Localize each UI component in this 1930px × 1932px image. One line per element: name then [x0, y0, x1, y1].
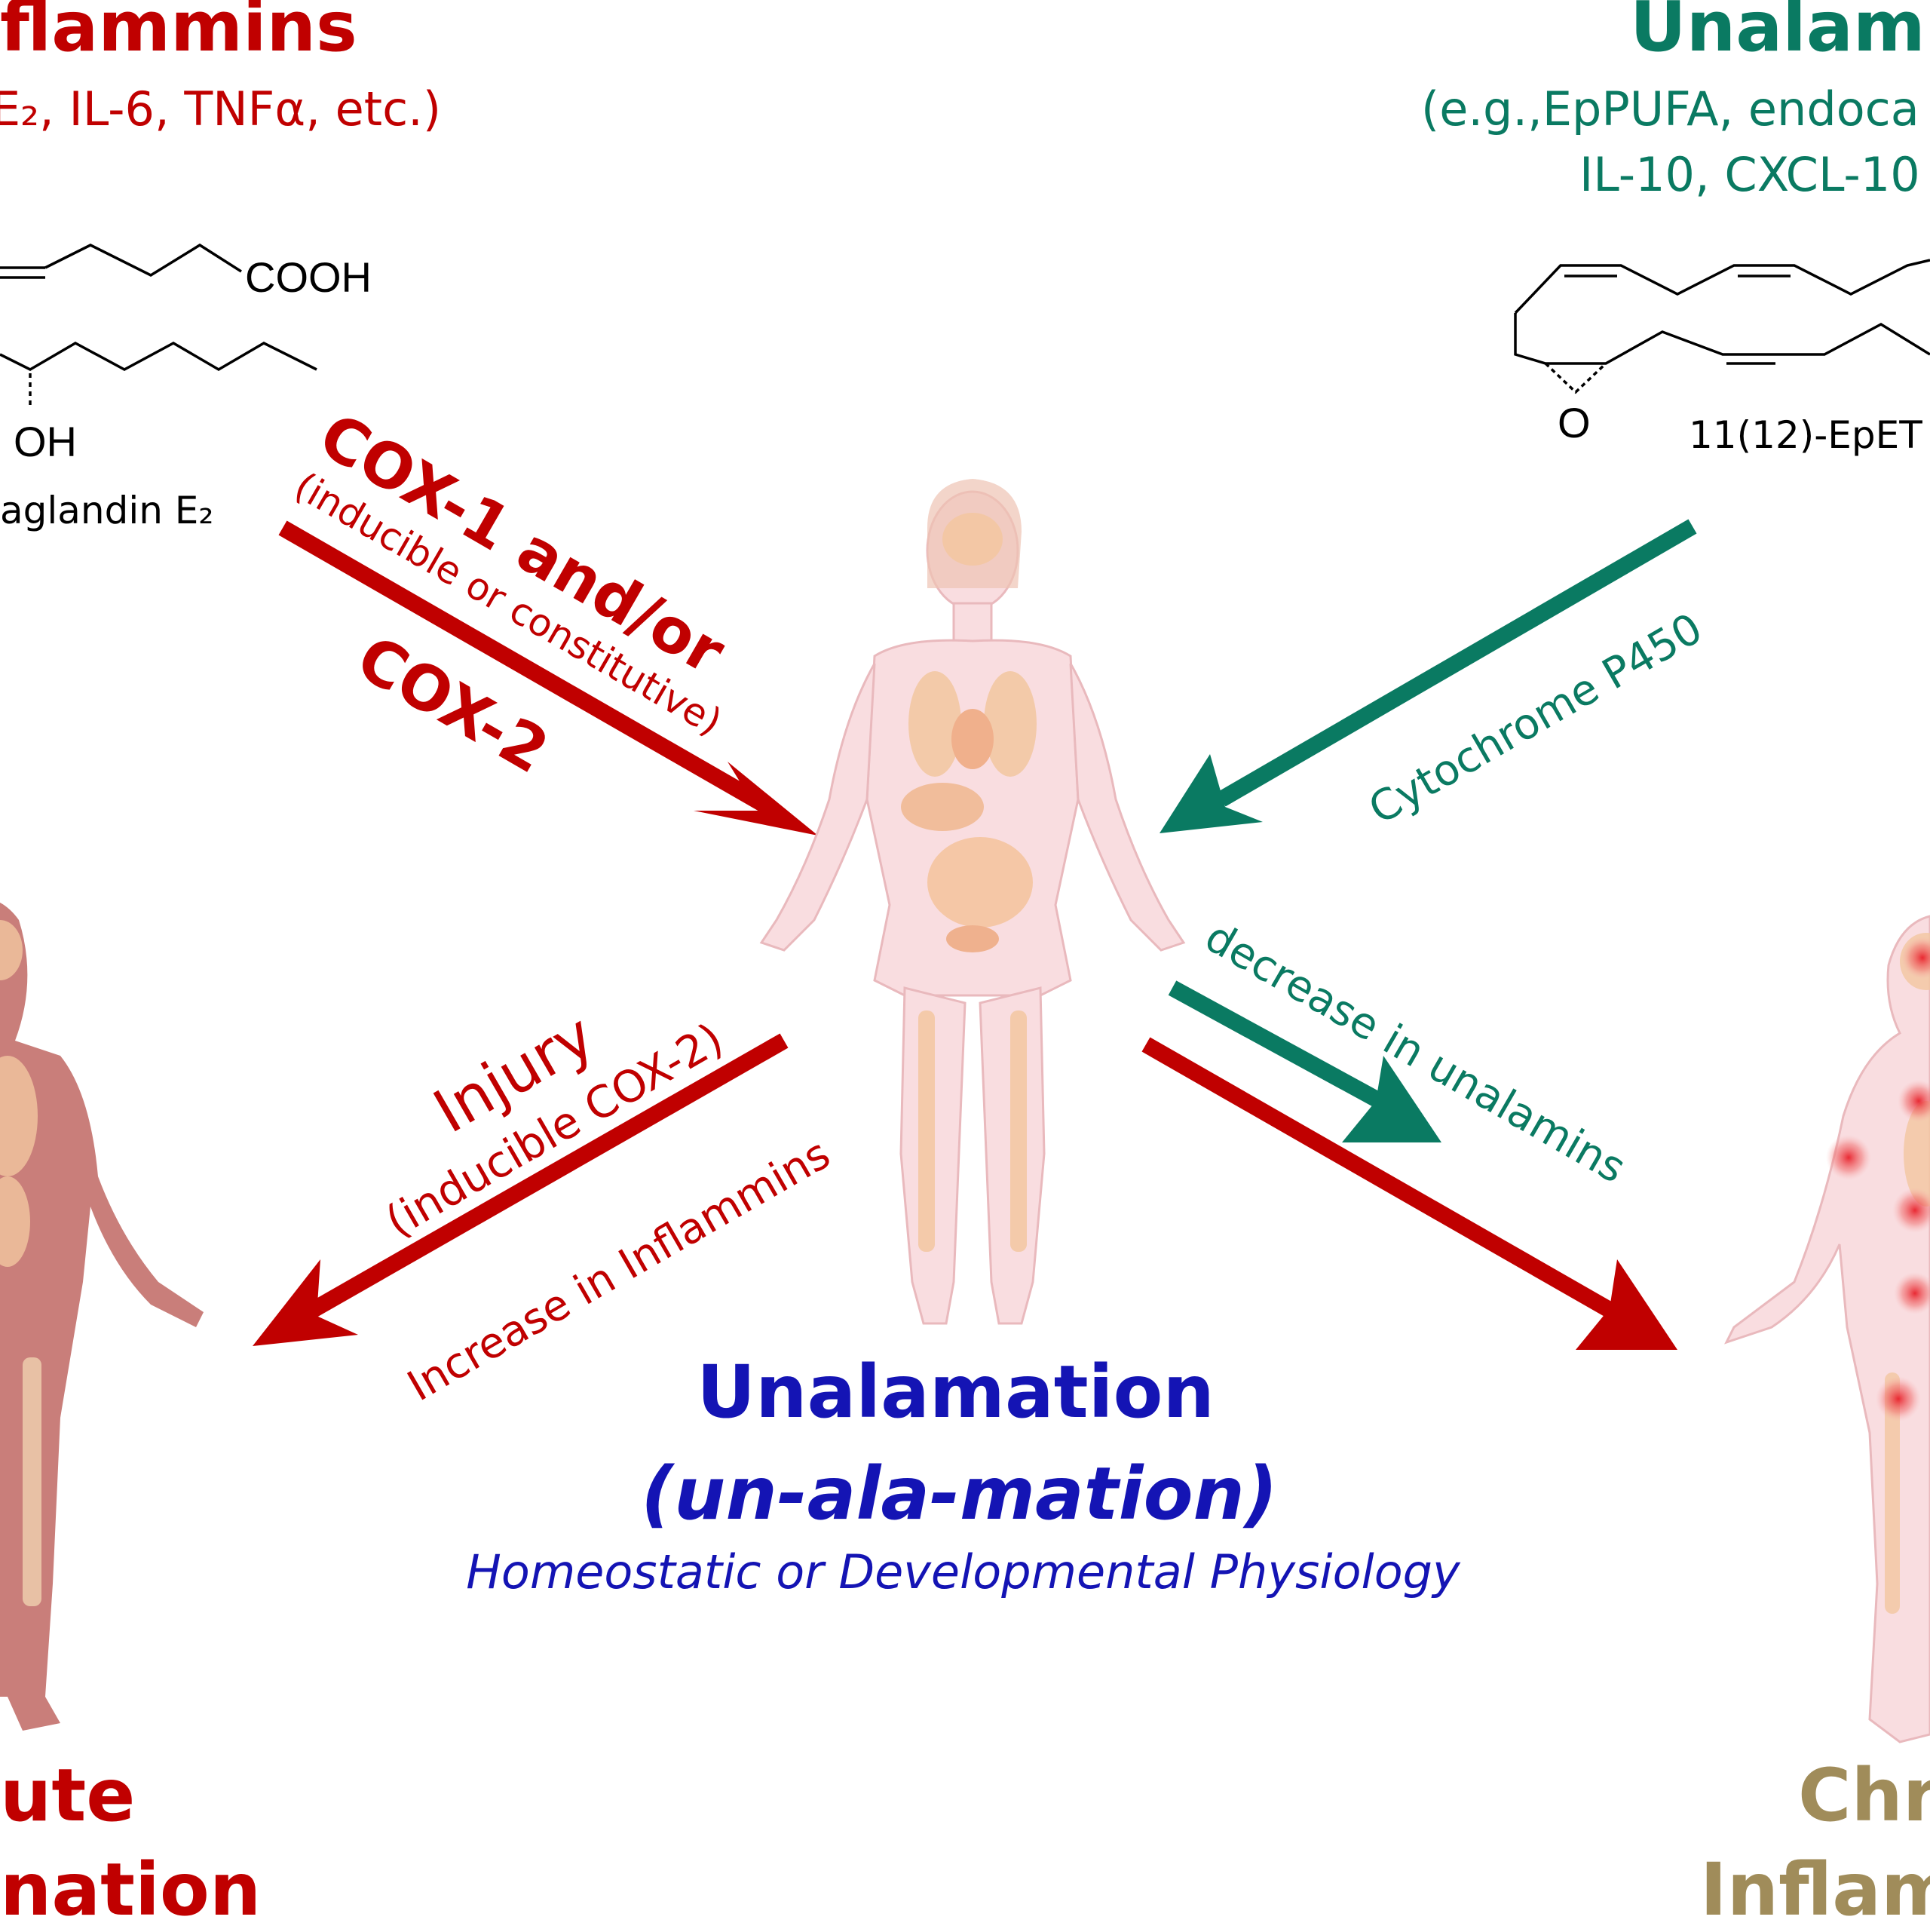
epetre-structure: [1514, 259, 1930, 394]
prostaglandin-cooh-label: COOH: [245, 253, 372, 301]
center-pronunciation: (un-ala-mation): [641, 1452, 1278, 1536]
center-subtitle: Homeostatic or Developmental Physiology: [466, 1544, 1460, 1599]
unalamins-examples-line2: IL-10, CXCL-10: [1579, 147, 1920, 202]
epetre-name: 11(12)-EpET: [1689, 413, 1922, 457]
prostaglandin-structure: [0, 243, 317, 407]
acute-label-line1: ute: [0, 1753, 136, 1838]
epetre-o-label: O: [1558, 399, 1591, 446]
inflammins-examples: E₂, IL-6, TNFα, etc.): [0, 81, 442, 136]
decrease-arrow: [1168, 980, 1441, 1142]
center-human-figure: [759, 479, 1186, 1325]
cyp-arrow: [1160, 519, 1697, 833]
acute-label-line2: nation: [0, 1848, 262, 1932]
cox-arrow: [278, 520, 818, 836]
chronic-label-line2: Inflam: [1700, 1848, 1930, 1932]
acute-human-figure: [0, 902, 204, 1731]
increase-arrow: [253, 1033, 789, 1346]
prostaglandin-name: aglandin E₂: [0, 489, 214, 532]
chronic-label-line1: Chr: [1798, 1753, 1930, 1838]
inflammins-title: flammins: [0, 0, 357, 67]
chronic-human-figure: [1724, 915, 1930, 1743]
unalamins-title: Unalami: [1630, 0, 1930, 67]
center-title: Unalamation: [697, 1350, 1215, 1434]
unalamins-examples-line1: (e.g.,EpPUFA, endoca: [1421, 81, 1919, 136]
prostaglandin-oh-label: OH: [14, 418, 77, 465]
chronic-arrow: [1141, 1037, 1677, 1350]
